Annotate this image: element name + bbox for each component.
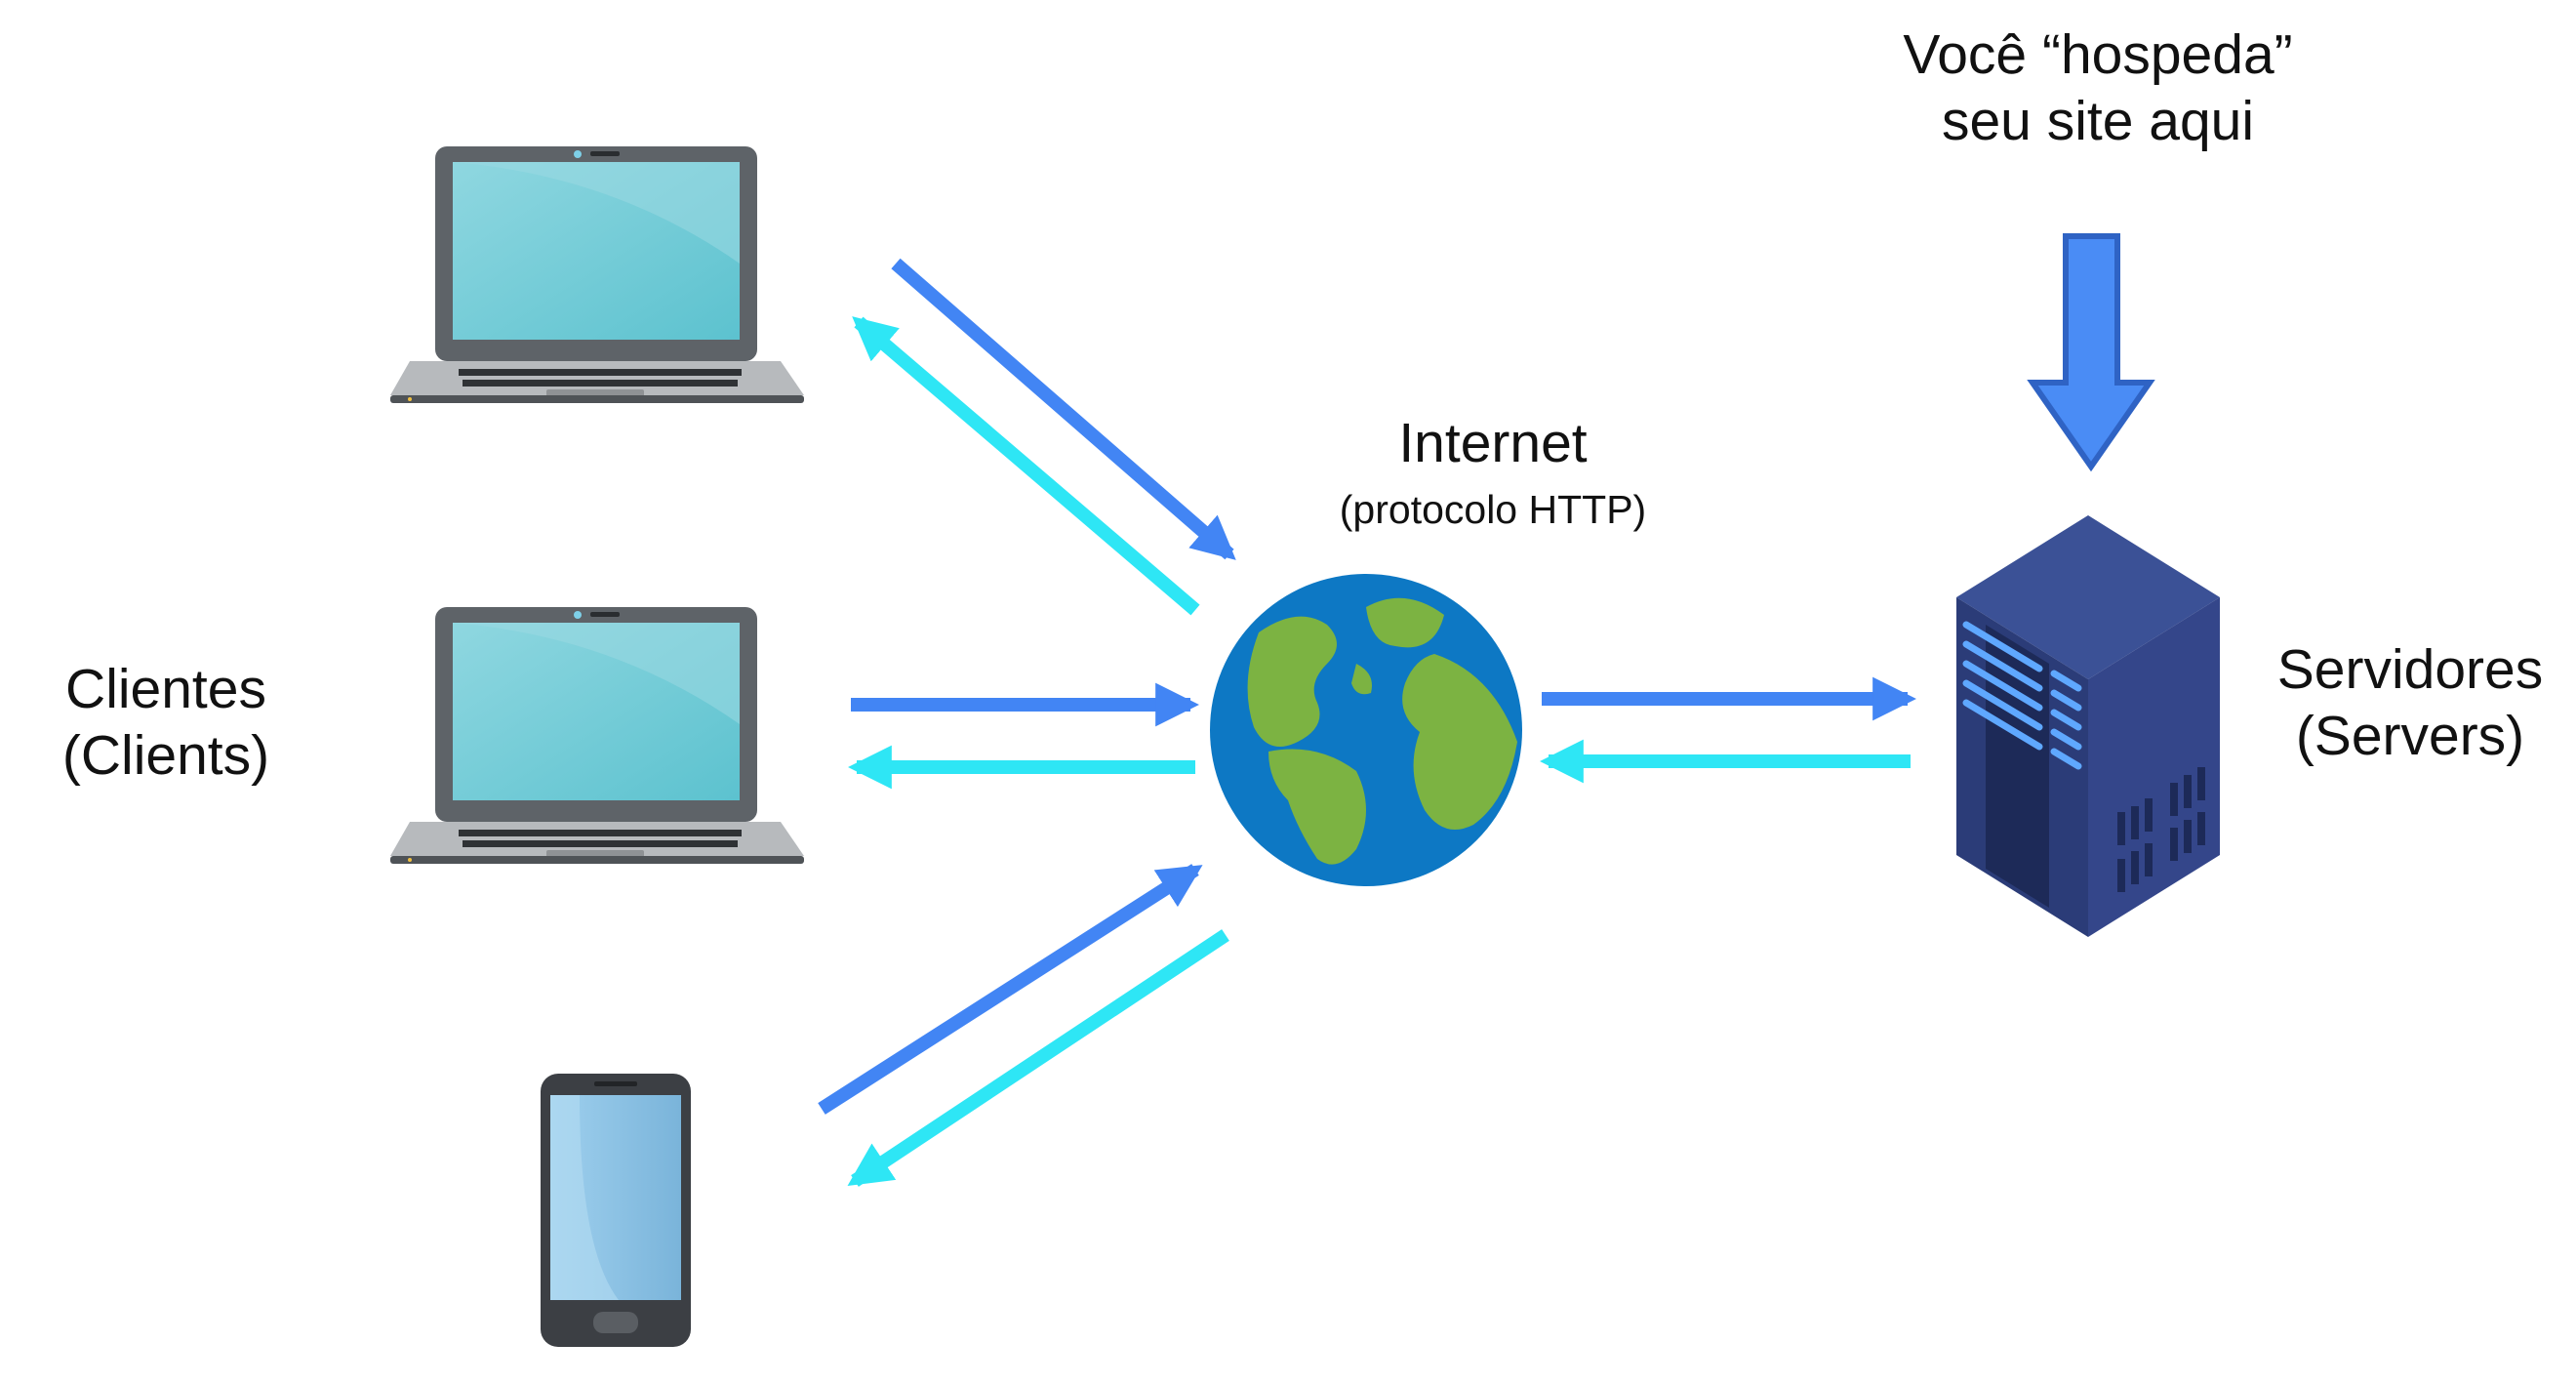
request-arrow [891,258,1236,560]
laptop-icon [390,607,804,864]
globe-icon [1210,574,1522,886]
request-arrow [818,864,1203,1115]
host-down-arrow-icon [2027,233,2155,472]
servers-label: Servidores (Servers) [2244,636,2576,770]
servers-title: Servidores [2276,638,2544,701]
response-arrow [852,316,1200,616]
smartphone-icon [541,1074,691,1347]
hosting-line-2: seu site aqui [1941,90,2255,153]
internet-title: Internet [1398,412,1588,474]
server-rack-icon [1956,515,2220,937]
clients-label: Clientes (Clients) [20,656,312,790]
servers-subtitle: (Servers) [2295,705,2525,768]
laptop-icon [390,146,804,403]
internet-subtitle: (protocolo HTTP) [1339,487,1647,532]
hosting-label: Você “hospeda” seu site aqui [1815,21,2381,155]
clients-subtitle: (Clients) [61,724,270,788]
response-arrow [847,929,1229,1187]
hosting-line-1: Você “hospeda” [1903,23,2293,86]
clients-title: Clientes [65,658,266,720]
